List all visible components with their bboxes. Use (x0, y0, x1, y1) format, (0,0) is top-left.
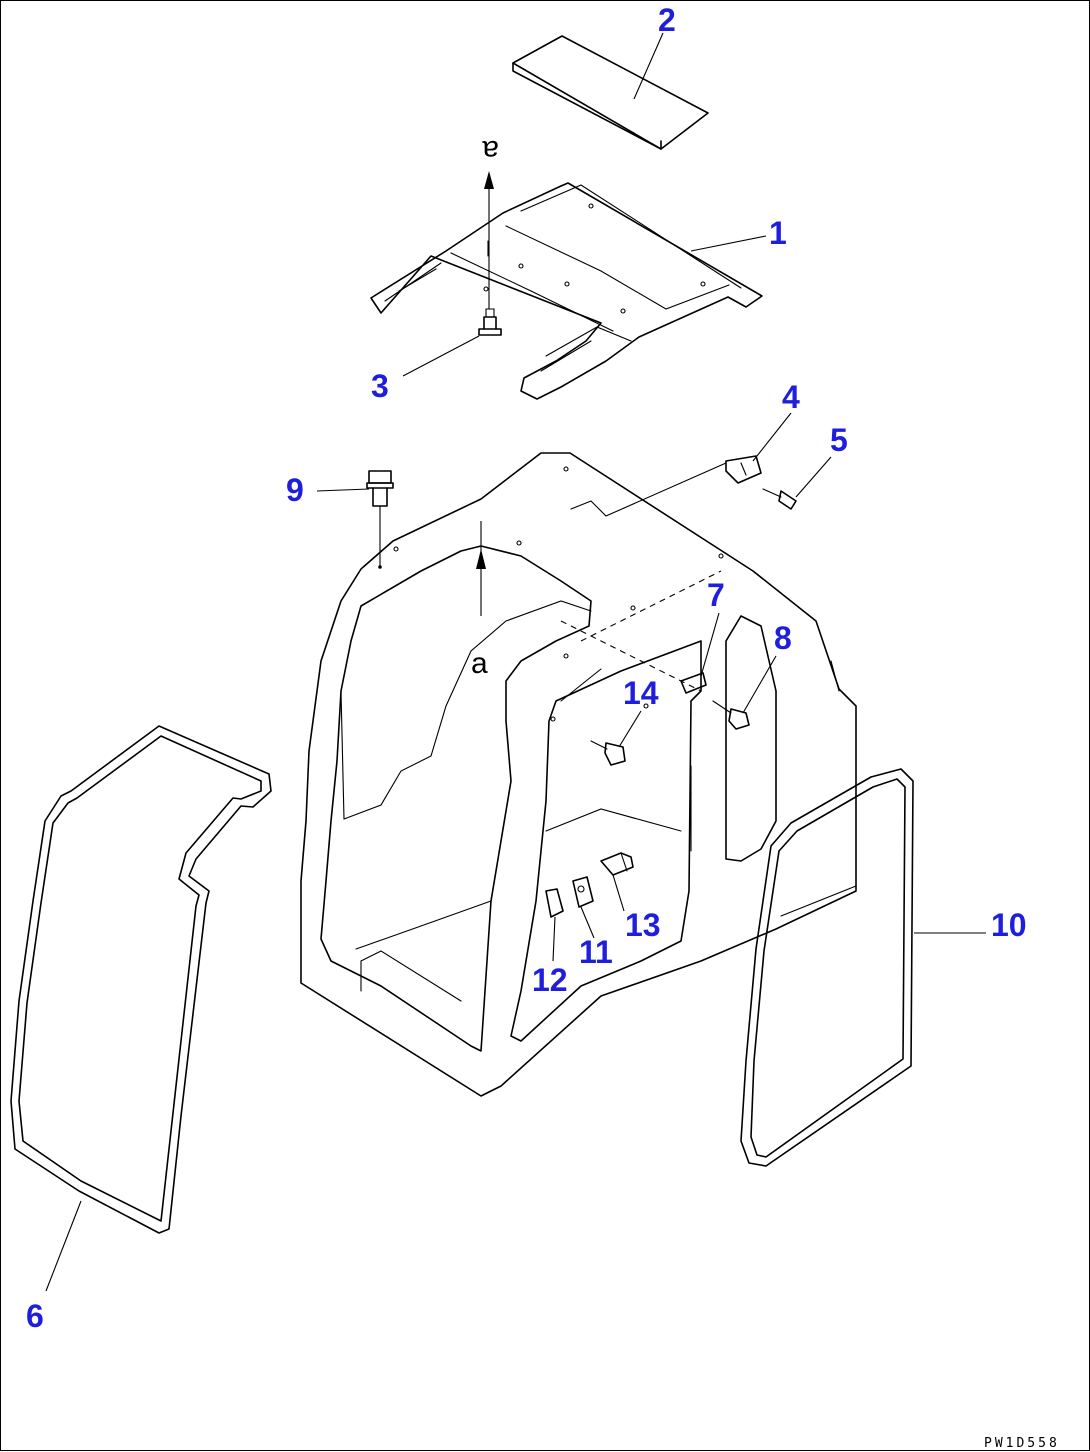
callout-4: 4 (782, 379, 800, 415)
ref-arrow-upper (484, 171, 494, 309)
callout-3: 3 (371, 368, 389, 404)
part-5-bolt (762, 488, 797, 510)
ref-mark-bottom: a (471, 647, 488, 680)
part-13-bolt (600, 852, 634, 876)
leader-lines (45, 32, 986, 1292)
callout-8: 8 (774, 620, 792, 656)
part-7-bracket (680, 672, 707, 694)
drawing-code: PW1D558 (984, 1436, 1060, 1451)
callout-1: 1 (769, 215, 787, 251)
callout-2: 2 (658, 2, 676, 38)
part-8-bolt (712, 700, 750, 730)
part-3-bolt (478, 308, 502, 336)
callout-13: 13 (625, 907, 661, 943)
callout-10: 10 (991, 907, 1027, 943)
callout-14: 14 (623, 675, 659, 711)
part-12-plate (545, 888, 564, 918)
ref-mark-top: a (482, 134, 499, 167)
part-14-bolt (590, 740, 626, 766)
part-2-plate (512, 35, 709, 150)
callout-12: 12 (532, 962, 568, 998)
callout-11: 11 (579, 934, 613, 970)
part-10-seal (740, 768, 914, 1167)
part-1-roof-frame (370, 182, 763, 400)
part-9-bolt (366, 470, 394, 569)
callout-7: 7 (707, 577, 725, 613)
part-6-seal (10, 725, 272, 1234)
part-4-bracket (725, 455, 762, 484)
callout-5: 5 (830, 422, 848, 458)
callout-9: 9 (286, 472, 304, 508)
callout-6: 6 (26, 1298, 44, 1334)
part-11-plate (572, 876, 594, 908)
cab-body (300, 452, 857, 1097)
ref-arrow-lower (476, 521, 486, 616)
